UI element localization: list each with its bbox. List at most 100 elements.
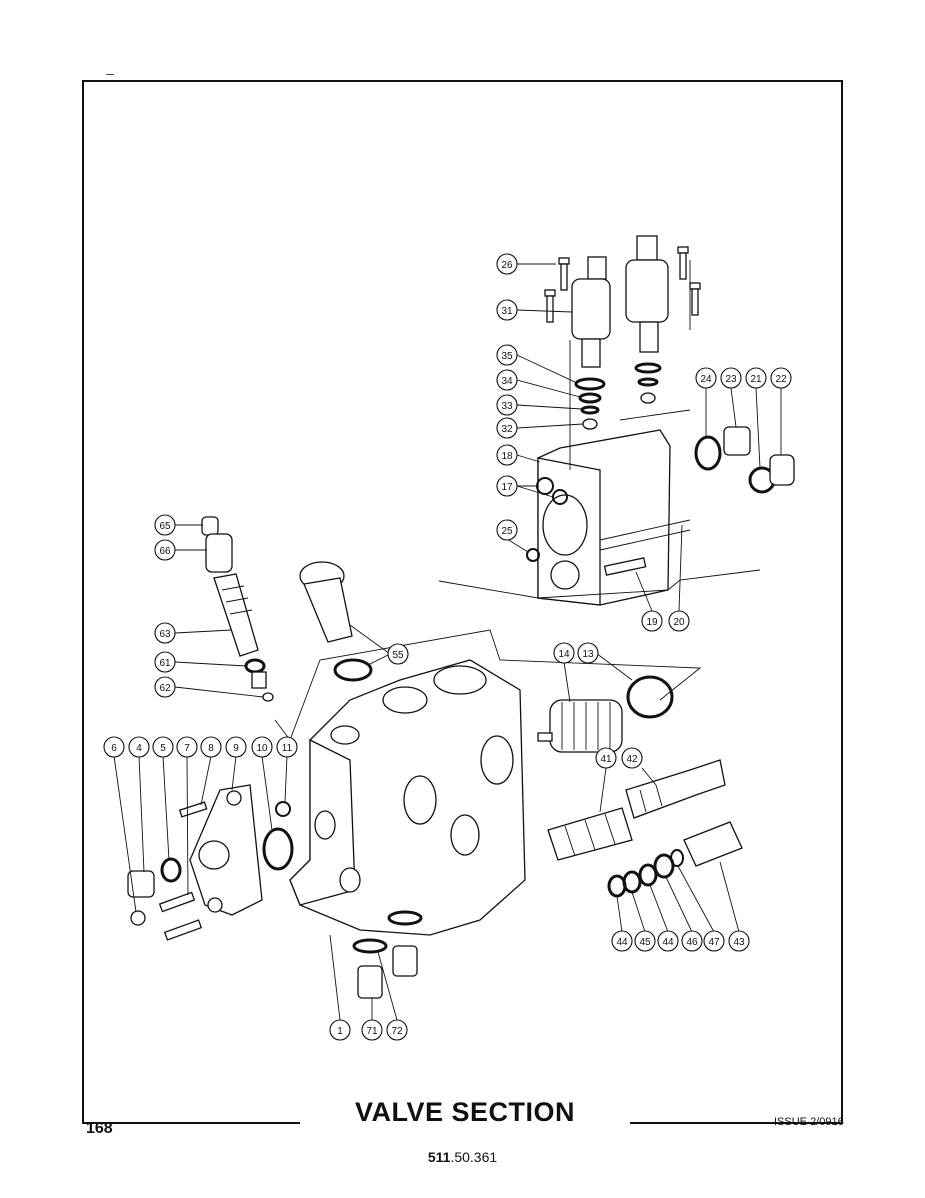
plug-4	[127, 870, 155, 898]
svg-text:34: 34	[501, 376, 513, 387]
svg-text:26: 26	[501, 260, 513, 271]
cartridge-thread-2	[225, 597, 249, 603]
callout-46: 46	[681, 930, 703, 952]
spring-41-coil-3	[604, 813, 616, 845]
spring-41-coil-1	[564, 825, 576, 857]
svg-text:18: 18	[501, 451, 513, 462]
body-port-top-c	[330, 725, 360, 745]
leader-33	[516, 404, 583, 410]
o-ring-25	[526, 548, 540, 562]
leader-19	[635, 571, 653, 612]
document-number: 511.50.361	[0, 1149, 925, 1165]
cartridge-thread-3	[229, 609, 253, 615]
solenoid-assembly	[438, 235, 795, 606]
callout-26: 26	[496, 253, 518, 275]
callout-43: 43	[728, 930, 750, 952]
screw-right-a-shank	[679, 252, 687, 280]
leader-20	[678, 524, 683, 612]
leader-44a	[616, 895, 623, 933]
svg-text:1: 1	[337, 1026, 343, 1037]
callout-31: 31	[496, 299, 518, 321]
callout-55: 55	[387, 643, 409, 665]
leader-61	[174, 661, 247, 667]
cover-plate	[127, 784, 294, 941]
leader-25	[506, 538, 529, 553]
leader-10	[261, 755, 273, 831]
screw-26-shank	[560, 263, 568, 291]
svg-text:7: 7	[184, 743, 190, 754]
leader-45	[631, 891, 646, 933]
leader-44b	[649, 884, 669, 933]
body-bore-a	[480, 735, 514, 785]
callout-62: 62	[154, 676, 176, 698]
leader-34	[516, 379, 581, 398]
solenoid-right-stem	[639, 321, 659, 353]
leader-46	[665, 876, 693, 933]
issue-label: ISSUE 2/0916	[774, 1116, 844, 1128]
section-title-wrap: VALVE SECTION	[300, 1094, 630, 1130]
svg-text:32: 32	[501, 424, 513, 435]
svg-text:42: 42	[626, 754, 638, 765]
washer-24	[694, 435, 722, 471]
screw-right-b-head	[689, 282, 701, 290]
leader-6	[113, 755, 137, 913]
leader-4	[138, 755, 145, 873]
washer-72b	[387, 910, 423, 926]
ring-45	[622, 870, 642, 894]
callout-24: 24	[695, 367, 717, 389]
seal-right-a	[634, 362, 662, 374]
callout-32: 32	[496, 417, 518, 439]
callout-4: 4	[128, 736, 150, 758]
leader-18	[516, 454, 541, 463]
svg-text:62: 62	[159, 683, 171, 694]
screw-right-a-head	[677, 246, 689, 254]
callout-23: 23	[720, 367, 742, 389]
callout-63: 63	[154, 622, 176, 644]
svg-text:9: 9	[233, 743, 239, 754]
tie-rod-top	[619, 409, 691, 421]
ring-47	[670, 849, 684, 867]
svg-text:24: 24	[700, 374, 712, 385]
plug-71b	[392, 945, 418, 977]
screw-7	[158, 891, 196, 913]
leader-5	[162, 755, 170, 861]
leader-1	[329, 934, 341, 1021]
plug-71	[357, 965, 383, 999]
callout-22: 22	[770, 367, 792, 389]
spool-42	[625, 759, 726, 819]
page-number: 168	[86, 1120, 113, 1137]
svg-text:11: 11	[282, 743, 293, 754]
spring-41-coil-2	[584, 819, 596, 851]
callout-25: 25	[496, 519, 518, 541]
callout-33: 33	[496, 394, 518, 416]
o-ring-55	[333, 658, 373, 682]
svg-text:46: 46	[686, 937, 698, 948]
callout-5: 5	[152, 736, 174, 758]
callout-1: 1	[329, 1019, 351, 1041]
callout-18: 18	[496, 444, 518, 466]
leader-8	[200, 755, 212, 806]
leader-72	[377, 951, 398, 1021]
nut-6	[130, 910, 146, 926]
callout-47: 47	[703, 930, 725, 952]
callout-65: 65	[154, 514, 176, 536]
o-ring-61	[244, 658, 266, 674]
svg-text:8: 8	[208, 743, 214, 754]
leader-31	[516, 309, 573, 313]
callout-17: 17	[496, 475, 518, 497]
svg-text:25: 25	[501, 526, 513, 537]
callout-11: 11	[276, 736, 298, 758]
cover-hole-bottom	[207, 897, 223, 913]
callout-14: 14	[553, 642, 575, 664]
svg-text:13: 13	[582, 649, 594, 660]
svg-text:5: 5	[160, 743, 166, 754]
bolt-20-lower	[599, 529, 691, 551]
svg-text:19: 19	[646, 617, 658, 628]
svg-text:44: 44	[662, 937, 674, 948]
svg-text:20: 20	[673, 617, 685, 628]
svg-text:41: 41	[600, 754, 612, 765]
svg-text:61: 61	[159, 658, 171, 669]
seal-34	[578, 392, 602, 404]
svg-text:72: 72	[391, 1026, 403, 1037]
cover-bore	[198, 840, 230, 870]
